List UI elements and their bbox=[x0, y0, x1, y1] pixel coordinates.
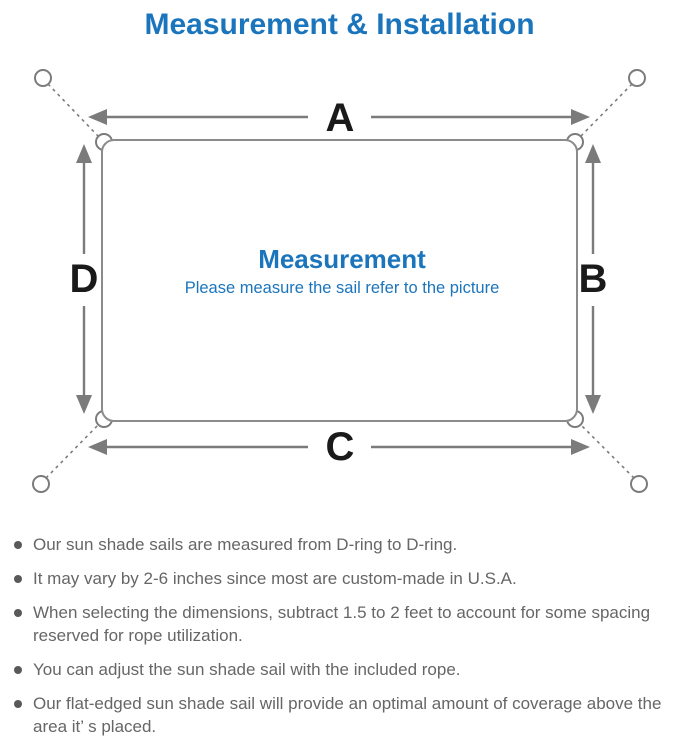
sail-rectangle bbox=[101, 139, 578, 422]
anchor-ring-icon bbox=[34, 69, 52, 87]
diagram-center-note: Please measure the sail refer to the pic… bbox=[185, 279, 500, 297]
note-text: When selecting the dimensions, subtract … bbox=[33, 603, 651, 645]
note-item: Our flat-edged sun shade sail will provi… bbox=[12, 692, 665, 738]
note-text: Our sun shade sails are measured from D-… bbox=[33, 535, 458, 554]
anchor-ring-icon bbox=[32, 475, 50, 493]
rope-line-bottom-left bbox=[45, 424, 99, 479]
note-text: You can adjust the sun shade sail with t… bbox=[33, 660, 461, 679]
bullet-dot-icon bbox=[14, 575, 22, 583]
measure-arrow-c bbox=[88, 439, 590, 455]
note-text: It may vary by 2-6 inches since most are… bbox=[33, 569, 517, 588]
bullet-dot-icon bbox=[14, 666, 22, 674]
note-item: You can adjust the sun shade sail with t… bbox=[12, 658, 665, 681]
measure-arrow-b bbox=[585, 144, 601, 414]
measure-arrow-a bbox=[88, 109, 590, 125]
note-item: When selecting the dimensions, subtract … bbox=[12, 601, 665, 647]
bullet-dot-icon bbox=[14, 541, 22, 549]
arrowhead-right-icon bbox=[571, 109, 590, 125]
note-text: Our flat-edged sun shade sail will provi… bbox=[33, 694, 662, 736]
arrowhead-left-icon bbox=[88, 439, 107, 455]
arrowhead-right-icon bbox=[571, 439, 590, 455]
arrowhead-left-icon bbox=[88, 109, 107, 125]
arrowhead-up-icon bbox=[76, 144, 92, 163]
sail-measurement-diagram: A B C D Measurement Please measure the s… bbox=[32, 69, 648, 493]
page-title: Measurement & Installation bbox=[144, 8, 535, 41]
arrowhead-down-icon bbox=[76, 395, 92, 414]
bullet-dot-icon bbox=[14, 609, 22, 617]
rope-line-top-left bbox=[47, 83, 99, 137]
tension-rope-lines bbox=[45, 83, 635, 479]
arrowhead-down-icon bbox=[585, 395, 601, 414]
note-item: Our sun shade sails are measured from D-… bbox=[12, 533, 665, 556]
diagram-center-heading: Measurement bbox=[258, 244, 426, 274]
label-side-d: D bbox=[70, 257, 99, 301]
label-side-a: A bbox=[326, 96, 355, 140]
rope-line-bottom-right bbox=[580, 424, 635, 479]
d-ring-icons bbox=[95, 133, 584, 428]
label-side-b: B bbox=[579, 257, 608, 301]
arrowhead-up-icon bbox=[585, 144, 601, 163]
bullet-dot-icon bbox=[14, 700, 22, 708]
measure-arrow-d bbox=[76, 144, 92, 414]
anchor-ring-icon bbox=[628, 69, 646, 87]
rope-line-top-right bbox=[580, 83, 633, 137]
note-item: It may vary by 2-6 inches since most are… bbox=[12, 567, 665, 590]
anchor-ring-icons bbox=[32, 69, 648, 493]
anchor-ring-icon bbox=[630, 475, 648, 493]
label-side-c: C bbox=[326, 425, 355, 469]
measurement-notes-list: Our sun shade sails are measured from D-… bbox=[0, 533, 679, 738]
